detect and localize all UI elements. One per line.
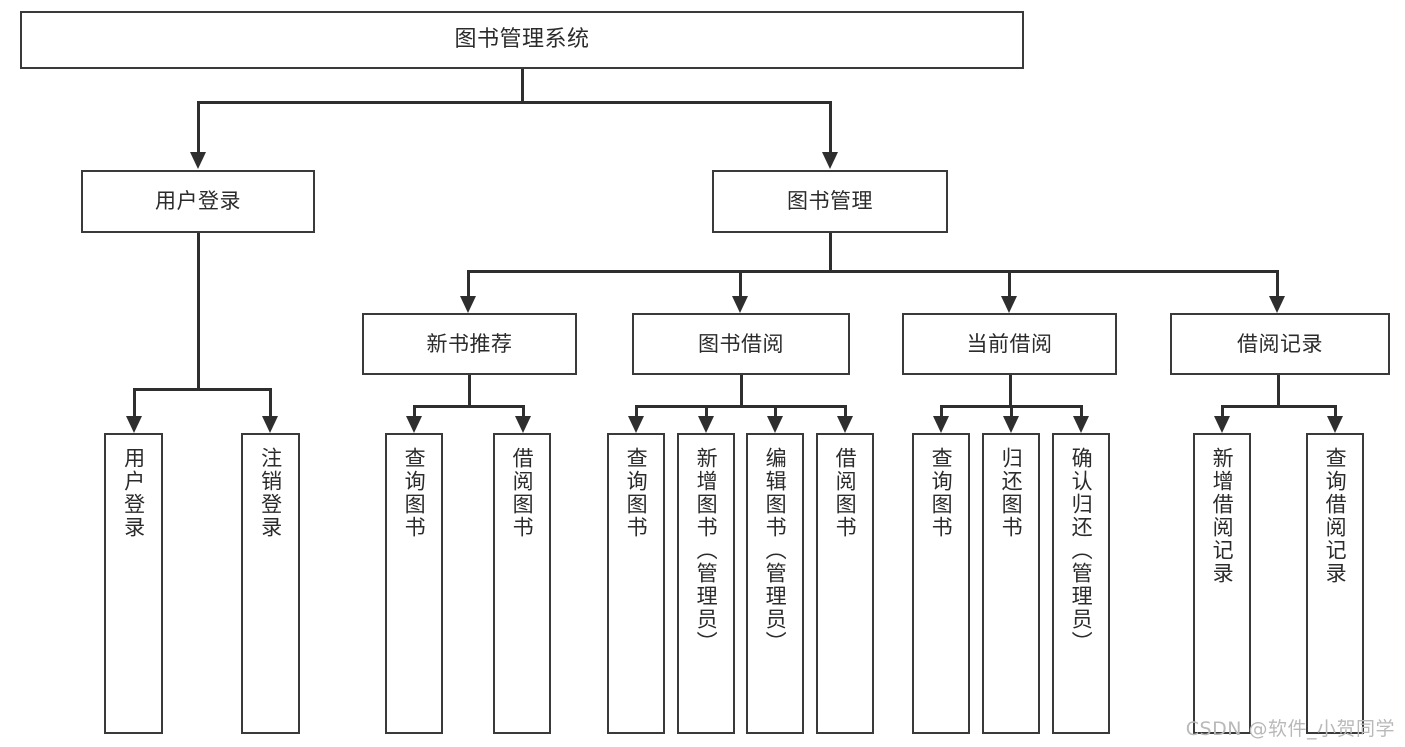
connector-borrow-records-bus — [1222, 405, 1336, 408]
connector-new-book-bus — [414, 405, 524, 408]
connector-borrow-records-drop-1 — [1221, 405, 1224, 418]
connector-book-borrow-bus — [636, 405, 846, 408]
node-leaf-query-book-recommend[interactable]: 查询图书 — [385, 433, 443, 734]
connector-book-manage-drop-1 — [467, 270, 470, 298]
connector-root-to-user-login — [197, 101, 200, 154]
node-leaf-logout[interactable]: 注销登录 — [241, 433, 300, 734]
arrow-book-borrow-leaf-2 — [698, 416, 714, 433]
node-leaf-query-book-borrow[interactable]: 查询图书 — [607, 433, 665, 734]
arrow-user-login-leaf-2 — [262, 416, 278, 433]
arrow-user-login-leaf-1 — [126, 416, 142, 433]
node-label: 新增图书（管理员） — [694, 447, 719, 654]
node-label: 图书借阅 — [698, 331, 784, 356]
node-label: 借阅图书 — [833, 447, 858, 539]
node-label: 图书管理 — [787, 189, 873, 214]
connector-root-bus — [198, 101, 832, 104]
node-book-borrow[interactable]: 图书借阅 — [632, 313, 850, 375]
arrow-borrow-records-leaf-1 — [1214, 416, 1230, 433]
connector-book-manage-stem — [829, 233, 832, 271]
node-leaf-query-borrow-record[interactable]: 查询借阅记录 — [1306, 433, 1364, 734]
node-book-management[interactable]: 图书管理 — [712, 170, 948, 233]
arrow-root-to-book-manage — [822, 152, 838, 169]
node-leaf-borrow-book[interactable]: 借阅图书 — [816, 433, 874, 734]
arrow-book-manage-to-borrow-records — [1269, 296, 1285, 313]
node-leaf-edit-book-admin[interactable]: 编辑图书（管理员） — [746, 433, 804, 734]
connector-current-borrow-stem — [1009, 375, 1012, 406]
arrow-new-book-leaf-1 — [406, 416, 422, 433]
node-root-system[interactable]: 图书管理系统 — [20, 11, 1024, 69]
node-label: 归还图书 — [999, 447, 1024, 539]
node-label: 查询图书 — [402, 447, 427, 539]
node-current-borrow[interactable]: 当前借阅 — [902, 313, 1117, 375]
node-leaf-add-borrow-record[interactable]: 新增借阅记录 — [1193, 433, 1251, 734]
connector-current-borrow-drop-3 — [1080, 405, 1083, 418]
connector-user-login-bus — [134, 388, 271, 391]
connector-new-book-drop-2 — [522, 405, 525, 418]
arrow-borrow-records-leaf-2 — [1327, 416, 1343, 433]
connector-current-borrow-drop-2 — [1010, 405, 1013, 418]
connector-book-manage-bus — [468, 270, 1277, 273]
node-label: 图书管理系统 — [454, 27, 590, 53]
node-label: 借阅记录 — [1237, 331, 1323, 356]
node-borrow-records[interactable]: 借阅记录 — [1170, 313, 1390, 375]
node-leaf-query-book-current[interactable]: 查询图书 — [912, 433, 970, 734]
node-label: 查询图书 — [624, 447, 649, 539]
arrow-book-manage-to-book-borrow — [732, 296, 748, 313]
node-label: 借阅图书 — [510, 447, 535, 539]
node-label: 用户登录 — [155, 189, 241, 214]
node-label: 查询图书 — [929, 447, 954, 539]
node-leaf-add-book-admin[interactable]: 新增图书（管理员） — [677, 433, 735, 734]
connector-borrow-records-drop-2 — [1334, 405, 1337, 418]
connector-book-borrow-drop-3 — [774, 405, 777, 418]
arrow-book-borrow-leaf-4 — [837, 416, 853, 433]
connector-current-borrow-drop-1 — [940, 405, 943, 418]
node-label: 查询借阅记录 — [1323, 447, 1348, 585]
node-label: 当前借阅 — [966, 331, 1053, 356]
connector-user-login-drop-1 — [133, 388, 136, 418]
node-label: 新书推荐 — [426, 331, 513, 356]
connector-new-book-drop-1 — [413, 405, 416, 418]
connector-book-borrow-drop-1 — [635, 405, 638, 418]
node-label: 用户登录 — [121, 447, 146, 539]
connector-root-to-book-manage — [829, 101, 832, 154]
connector-book-borrow-stem — [740, 375, 743, 406]
connector-book-borrow-drop-4 — [844, 405, 847, 418]
connector-book-manage-drop-4 — [1276, 270, 1279, 298]
connector-user-login-drop-2 — [269, 388, 272, 418]
arrow-book-borrow-leaf-1 — [628, 416, 644, 433]
arrow-book-manage-to-current-borrow — [1001, 296, 1017, 313]
arrow-current-borrow-leaf-2 — [1003, 416, 1019, 433]
arrow-new-book-leaf-2 — [515, 416, 531, 433]
arrow-book-manage-to-new-book — [460, 296, 476, 313]
node-label: 确认归还（管理员） — [1069, 447, 1094, 654]
connector-book-manage-drop-3 — [1008, 270, 1011, 298]
node-label: 编辑图书（管理员） — [763, 447, 788, 654]
node-label: 注销登录 — [258, 447, 283, 539]
node-leaf-confirm-return-admin[interactable]: 确认归还（管理员） — [1052, 433, 1110, 734]
arrow-book-borrow-leaf-3 — [767, 416, 783, 433]
connector-book-borrow-drop-2 — [705, 405, 708, 418]
arrow-root-to-user-login — [190, 152, 206, 169]
node-label: 新增借阅记录 — [1210, 447, 1235, 585]
arrow-current-borrow-leaf-1 — [933, 416, 949, 433]
connector-root-stem — [521, 69, 524, 102]
node-leaf-borrow-book-recommend[interactable]: 借阅图书 — [493, 433, 551, 734]
connector-user-login-stem — [197, 233, 200, 389]
node-leaf-return-book[interactable]: 归还图书 — [982, 433, 1040, 734]
connector-borrow-records-stem — [1277, 375, 1280, 406]
arrow-current-borrow-leaf-3 — [1073, 416, 1089, 433]
connector-new-book-stem — [468, 375, 471, 406]
node-user-login[interactable]: 用户登录 — [81, 170, 315, 233]
node-new-book-recommend[interactable]: 新书推荐 — [362, 313, 577, 375]
connector-book-manage-drop-2 — [739, 270, 742, 298]
node-leaf-user-login[interactable]: 用户登录 — [104, 433, 163, 734]
